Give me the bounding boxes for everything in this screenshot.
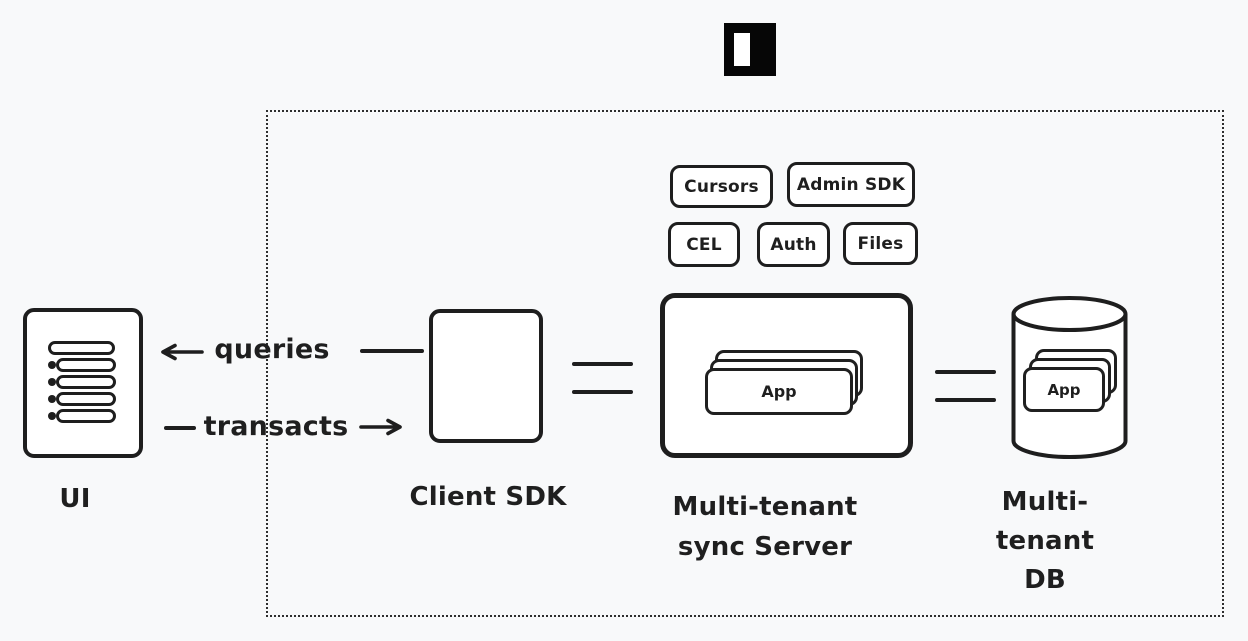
badge-label: Cursors [684, 176, 759, 197]
client-sdk-label: Client SDK [409, 482, 567, 512]
link-line [572, 362, 633, 366]
link-line [572, 390, 633, 394]
badge-label: Files [857, 233, 904, 254]
app-card-front: App [705, 368, 853, 415]
list-bar [56, 392, 116, 406]
sync-server-label: Multi-tenant sync Server [645, 487, 885, 567]
transacts-line [164, 426, 196, 430]
sync-server-label-line2: sync Server [677, 532, 853, 562]
badge-files: Files [843, 222, 918, 265]
db-app-card-label: App [1047, 380, 1081, 399]
ui-node [23, 308, 143, 458]
list-bar [48, 341, 115, 355]
ui-node-label: UI [59, 484, 91, 514]
transacts-edge-label: transacts [203, 411, 349, 442]
sync-server-label-line1: Multi-tenant [672, 492, 858, 522]
link-line [935, 398, 996, 402]
db-label-line1: Multi-tenant [995, 487, 1095, 556]
queries-line [360, 349, 424, 353]
badge-label: Auth [770, 234, 817, 255]
list-bullet-dot [48, 361, 56, 369]
list-bar [56, 358, 116, 372]
queries-edge-label: queries [214, 334, 330, 365]
link-line [935, 370, 996, 374]
list-bullet-dot [48, 378, 56, 386]
arrow-right-icon [359, 418, 402, 436]
badge-cursors: Cursors [670, 165, 773, 208]
db-app-card-front: App [1023, 367, 1105, 412]
badge-label: CEL [686, 234, 722, 255]
instant-logo-icon [724, 23, 776, 76]
app-card-label: App [761, 382, 797, 401]
system-boundary-box [266, 110, 1224, 617]
db-label: Multi-tenant DB [965, 483, 1125, 600]
badge-admin-sdk: Admin SDK [787, 162, 915, 207]
sync-server-node: App [660, 293, 913, 458]
list-bullet-dot [48, 412, 56, 420]
db-label-line2: DB [1024, 565, 1066, 595]
list-bullet-dot [48, 395, 56, 403]
list-bar [56, 409, 116, 423]
logo-mark-bar [734, 33, 750, 66]
badge-label: Admin SDK [796, 174, 906, 195]
client-sdk-node [429, 309, 543, 443]
list-bar [56, 375, 116, 389]
badge-auth: Auth [757, 222, 830, 267]
badge-cel: CEL [668, 222, 740, 267]
arrow-left-icon [161, 343, 204, 361]
